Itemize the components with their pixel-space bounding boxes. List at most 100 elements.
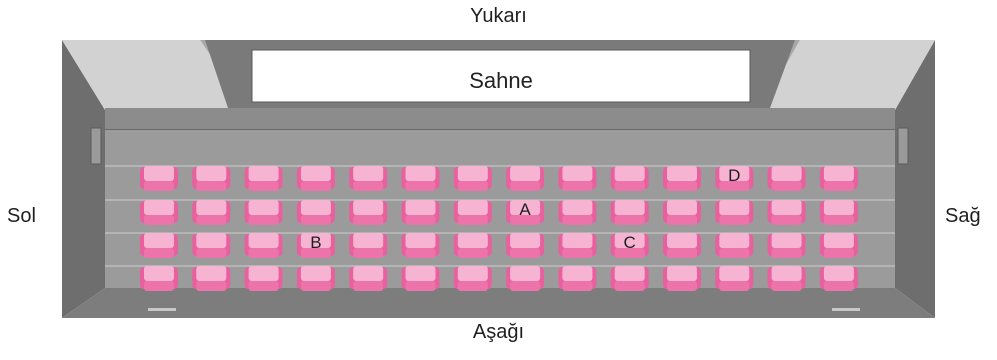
seat-backrest (823, 200, 854, 215)
seat-backrest (614, 200, 645, 215)
seat-cushion (614, 215, 645, 225)
seat-mark-label: B (310, 233, 321, 252)
seat (767, 166, 806, 191)
seat-cushion (248, 215, 279, 225)
seat (453, 266, 492, 291)
seat-cushion (144, 181, 174, 191)
ceiling-right (760, 40, 935, 110)
seat-backrest (248, 200, 279, 215)
seat (558, 266, 597, 291)
seat-cushion (510, 281, 541, 291)
seat-mark-label: C (624, 233, 636, 252)
seat (610, 266, 649, 291)
seat (244, 200, 283, 225)
seat-cushion (457, 248, 488, 258)
right-speaker (897, 127, 909, 165)
seat-cushion (562, 181, 593, 191)
seat-backrest (510, 166, 541, 181)
seat (244, 233, 283, 258)
seat (192, 166, 231, 191)
seat-cushion (719, 281, 750, 291)
seat-cushion (144, 215, 174, 225)
seat-backrest (353, 266, 384, 281)
seat-backrest (300, 200, 331, 215)
seat-cushion (719, 248, 750, 258)
seat (715, 233, 754, 258)
seat-backrest (405, 166, 436, 181)
seat-cushion (667, 181, 697, 191)
seat-backrest (823, 166, 854, 181)
seat-cushion (510, 181, 541, 191)
seat (558, 166, 597, 191)
seat (558, 233, 597, 258)
seat-cushion (771, 215, 802, 225)
seat (192, 266, 231, 291)
seat-backrest (405, 266, 436, 281)
seat-cushion (300, 181, 331, 191)
seat (401, 200, 440, 225)
seat-backrest (719, 266, 750, 281)
seat-cushion (196, 281, 227, 291)
direction-label-left: Sol (7, 205, 36, 227)
seat (767, 233, 806, 258)
seat-cushion (405, 215, 436, 225)
front-vent-left (148, 308, 176, 311)
seat-backrest (771, 266, 802, 281)
seat (819, 200, 858, 225)
seat-backrest (300, 166, 331, 181)
seat-backrest (823, 233, 854, 248)
seat-backrest (510, 233, 541, 248)
seat-backrest (457, 166, 488, 181)
seat-backrest (614, 233, 645, 248)
seat-backrest (300, 266, 331, 281)
seat-cushion (823, 181, 854, 191)
back-wall (105, 108, 895, 130)
seat-backrest (562, 200, 593, 215)
seat (819, 166, 858, 191)
seat-backrest (719, 200, 750, 215)
seat-backrest (562, 233, 593, 248)
seat-cushion (771, 181, 802, 191)
seat-backrest (144, 200, 174, 215)
seat (349, 200, 388, 225)
seat-cushion (823, 215, 854, 225)
seat-backrest (614, 166, 645, 181)
seat (453, 166, 492, 191)
seat (819, 266, 858, 291)
seat (349, 266, 388, 291)
front-edge (62, 288, 935, 318)
seat-cushion (562, 281, 593, 291)
seat (663, 233, 701, 258)
seat-mark-label: A (519, 200, 531, 219)
seat (401, 233, 440, 258)
seat-cushion (248, 181, 279, 191)
seat-backrest (353, 200, 384, 215)
seat-cushion (457, 181, 488, 191)
seat-backrest (562, 166, 593, 181)
seat (506, 233, 545, 258)
seat-backrest (457, 233, 488, 248)
seat (453, 200, 492, 225)
seat-cushion (405, 181, 436, 191)
seat-cushion (196, 215, 227, 225)
seat-backrest (248, 233, 279, 248)
seat (506, 166, 545, 191)
seat (349, 233, 388, 258)
seat-backrest (823, 266, 854, 281)
seat-backrest (248, 266, 279, 281)
seat-backrest (667, 200, 697, 215)
seat-cushion (667, 215, 697, 225)
seat-cushion (667, 281, 697, 291)
stage-screen (251, 49, 751, 103)
seat-cushion (196, 248, 227, 258)
seat-cushion (353, 181, 384, 191)
seat-backrest (457, 266, 488, 281)
seat-cushion (457, 281, 488, 291)
seat: C (610, 233, 649, 258)
seat-backrest (300, 233, 331, 248)
seat-cushion (614, 248, 645, 258)
ceiling-left (62, 40, 248, 110)
